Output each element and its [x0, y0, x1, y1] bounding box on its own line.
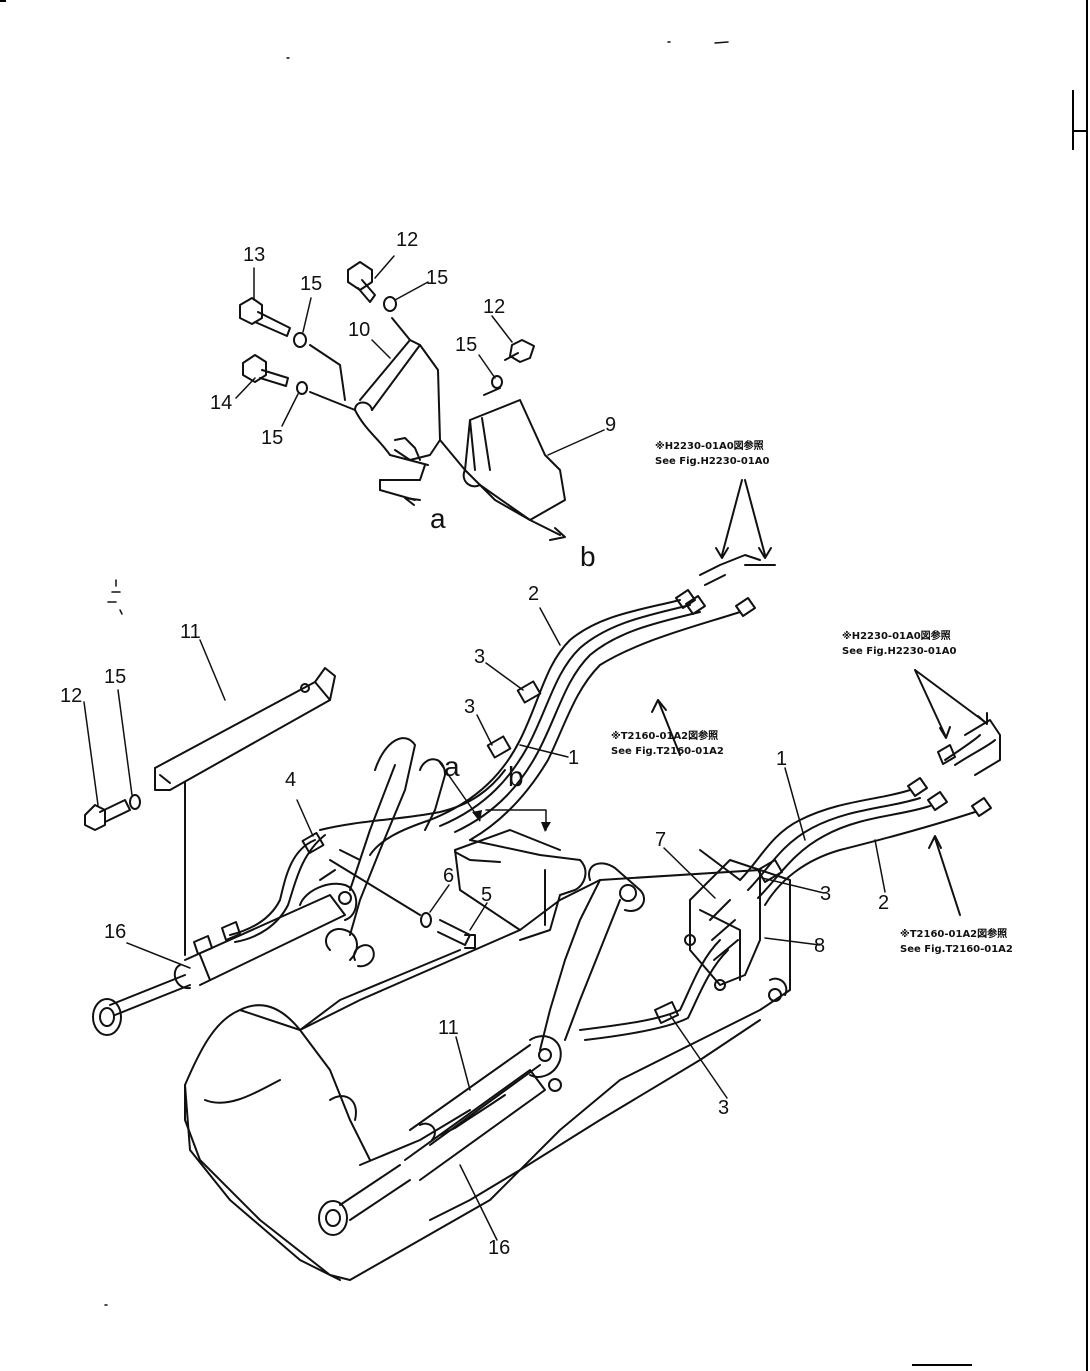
note-t2160-right-en: See Fig.T2160-01A2 — [900, 944, 1013, 955]
callout-3-upper: 3 — [474, 646, 486, 668]
left-lift-arm — [325, 737, 446, 968]
letter-a-mid: a — [444, 751, 460, 782]
callout-12-right: 12 — [483, 296, 506, 318]
callout-3-right: 3 — [820, 883, 832, 905]
callout-3-mid: 3 — [464, 696, 476, 718]
callout-13: 13 — [243, 244, 266, 266]
note-h2230-right-en: See Fig.H2230-01A0 — [842, 646, 957, 657]
callout-16-lower: 16 — [488, 1237, 511, 1259]
callout-3-lower: 3 — [718, 1097, 730, 1119]
callout-11-lower: 11 — [438, 1017, 459, 1039]
callout-5: 5 — [481, 884, 493, 906]
upper-bracket-9 — [462, 399, 566, 521]
callout-8: 8 — [814, 935, 826, 957]
callout-15-left: 15 — [104, 666, 127, 688]
callout-4: 4 — [285, 769, 297, 791]
letter-a-top: a — [430, 503, 446, 534]
note-h2230-upper-jp: ※H2230-01A0図参照 — [655, 441, 764, 452]
frame-right-tick — [1072, 90, 1074, 150]
leader-arrowheads — [472, 810, 551, 832]
callout-15-right: 15 — [455, 334, 478, 356]
upper-connector-group — [699, 479, 776, 586]
frame-right-edge — [1086, 0, 1088, 1371]
scatter-marks — [104, 41, 729, 1306]
callout-16-left: 16 — [104, 921, 127, 943]
callout-7: 7 — [655, 829, 667, 851]
main-frame-drawing — [184, 849, 791, 1281]
note-t2160-right-jp: ※T2160-01A2図参照 — [900, 929, 1008, 940]
letter-b-mid: b — [508, 761, 524, 792]
right-lift-arm — [539, 862, 645, 1051]
callout-2-right: 2 — [878, 892, 890, 914]
callout-1-right: 1 — [776, 748, 788, 770]
bolt-5-washer-6 — [329, 859, 476, 949]
callout-15-top-left: 15 — [300, 273, 323, 295]
right-cylinder — [318, 1035, 562, 1236]
upper-bracket-10 — [354, 339, 441, 481]
note-t2160-upper-en: See Fig.T2160-01A2 — [611, 746, 724, 757]
center-bracket-block — [454, 829, 587, 941]
left-hose-harness — [193, 589, 756, 955]
callout-10: 10 — [348, 319, 371, 341]
left-cylinder — [92, 869, 358, 1036]
callout-12-left: 12 — [60, 685, 83, 707]
callout-9: 9 — [605, 414, 617, 436]
callout-leaders — [83, 255, 886, 1241]
right-bracket — [684, 859, 788, 1002]
tube-bar-left — [154, 667, 336, 956]
upper-small-hardware — [239, 261, 566, 541]
callout-1-upper: 1 — [568, 747, 580, 769]
note-t2160-upper-jp: ※T2160-01A2図参照 — [611, 731, 719, 742]
letter-b-top: b — [580, 541, 596, 572]
callout-6: 6 — [443, 865, 455, 887]
upper-t2160-leader — [651, 699, 681, 756]
note-h2230-right-jp: ※H2230-01A0図参照 — [842, 631, 951, 642]
note-h2230-upper-en: See Fig.H2230-01A0 — [655, 456, 770, 467]
callout-2-upper: 2 — [528, 583, 540, 605]
callout-14: 14 — [210, 392, 233, 414]
callout-15-bottom: 15 — [261, 427, 284, 449]
frame-right-tick-h — [1072, 130, 1088, 132]
callout-12-top: 12 — [396, 229, 419, 251]
callout-11-left: 11 — [180, 621, 201, 643]
frame-bottom-mark — [912, 1364, 972, 1366]
frame-top-left-mark — [0, 0, 6, 2]
bolt-12-left — [84, 794, 141, 831]
right-hose-harness — [579, 669, 1001, 1041]
callout-15-top-mid: 15 — [426, 267, 449, 289]
